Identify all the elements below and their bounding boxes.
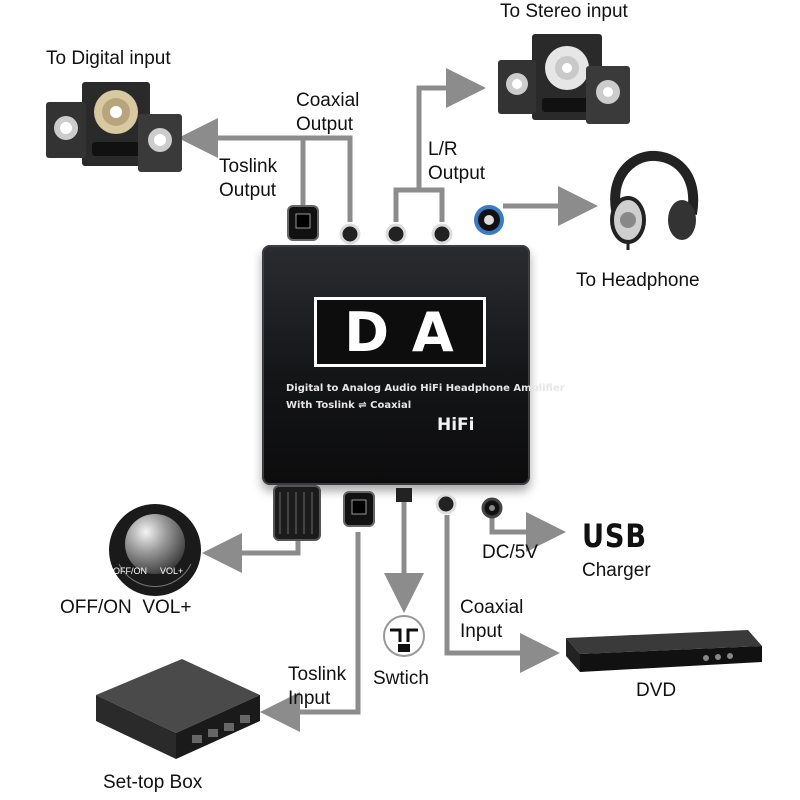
lr-output-label-2: Output xyxy=(428,163,486,184)
volume-knob-icon xyxy=(109,504,201,596)
right-output-port-icon xyxy=(431,223,453,245)
coaxial-input-port-icon xyxy=(435,493,457,515)
stereo-speakers-icon xyxy=(498,34,630,124)
to-headphone-label: To Headphone xyxy=(576,270,700,291)
dvd-player-icon xyxy=(566,630,762,672)
lr-output-line-2 xyxy=(416,68,486,190)
coaxial-input-line xyxy=(444,515,560,673)
coaxial-input-label-2: Input xyxy=(460,621,503,642)
coaxial-input-label-1: Coaxial xyxy=(460,597,524,618)
coaxial-output-line xyxy=(178,118,353,222)
device-subtitle-2: With Toslink ⇌ Coaxial xyxy=(286,400,412,411)
coaxial-output-label-2: Output xyxy=(296,114,354,135)
set-top-box-label: Set-top Box xyxy=(103,772,203,793)
toslink-input-label-2: Input xyxy=(288,688,331,709)
switch-label: Swtich xyxy=(373,668,429,689)
bottom-ports xyxy=(273,485,503,541)
top-ports xyxy=(287,205,504,245)
da-logo: D A xyxy=(314,297,486,367)
to-stereo-input-label: To Stereo input xyxy=(500,1,628,22)
da-logo-text: D A xyxy=(344,301,456,364)
toslink-input-line xyxy=(260,532,361,732)
dac-device: D A Digital to Analog Audio HiFi Headpho… xyxy=(262,245,565,485)
set-top-box-icon xyxy=(96,659,260,759)
usb-label: USB xyxy=(582,517,647,555)
coaxial-output-label-1: Coaxial xyxy=(296,90,360,111)
headphone-icon xyxy=(610,150,699,250)
dc-5v-label: DC/5V xyxy=(482,542,538,563)
toslink-output-label-2: Output xyxy=(219,180,277,201)
coaxial-output-port-icon xyxy=(339,223,361,245)
knob-vol-plus-label: VOL+ xyxy=(160,566,184,576)
toslink-input-label-1: Toslink xyxy=(288,664,347,685)
switch-icon xyxy=(383,615,425,657)
toslink-output-label-1: Toslink xyxy=(219,156,278,177)
dvd-label: DVD xyxy=(636,680,677,701)
switch-port-icon xyxy=(396,488,412,502)
knob-line xyxy=(202,533,301,573)
device-subtitle-1: Digital to Analog Audio HiFi Headphone A… xyxy=(286,383,565,394)
left-output-port-icon xyxy=(385,223,407,245)
off-on-vol-label: OFF/ON VOL+ xyxy=(60,597,192,618)
lr-output-label-1: L/R xyxy=(428,139,458,160)
hifi-label: HiFi xyxy=(437,415,475,435)
to-digital-input-label: To Digital input xyxy=(46,48,171,69)
knob-off-on-label: OFF/ON xyxy=(113,566,147,576)
charger-label: Charger xyxy=(582,560,651,581)
digital-input-speakers-icon xyxy=(46,82,182,172)
